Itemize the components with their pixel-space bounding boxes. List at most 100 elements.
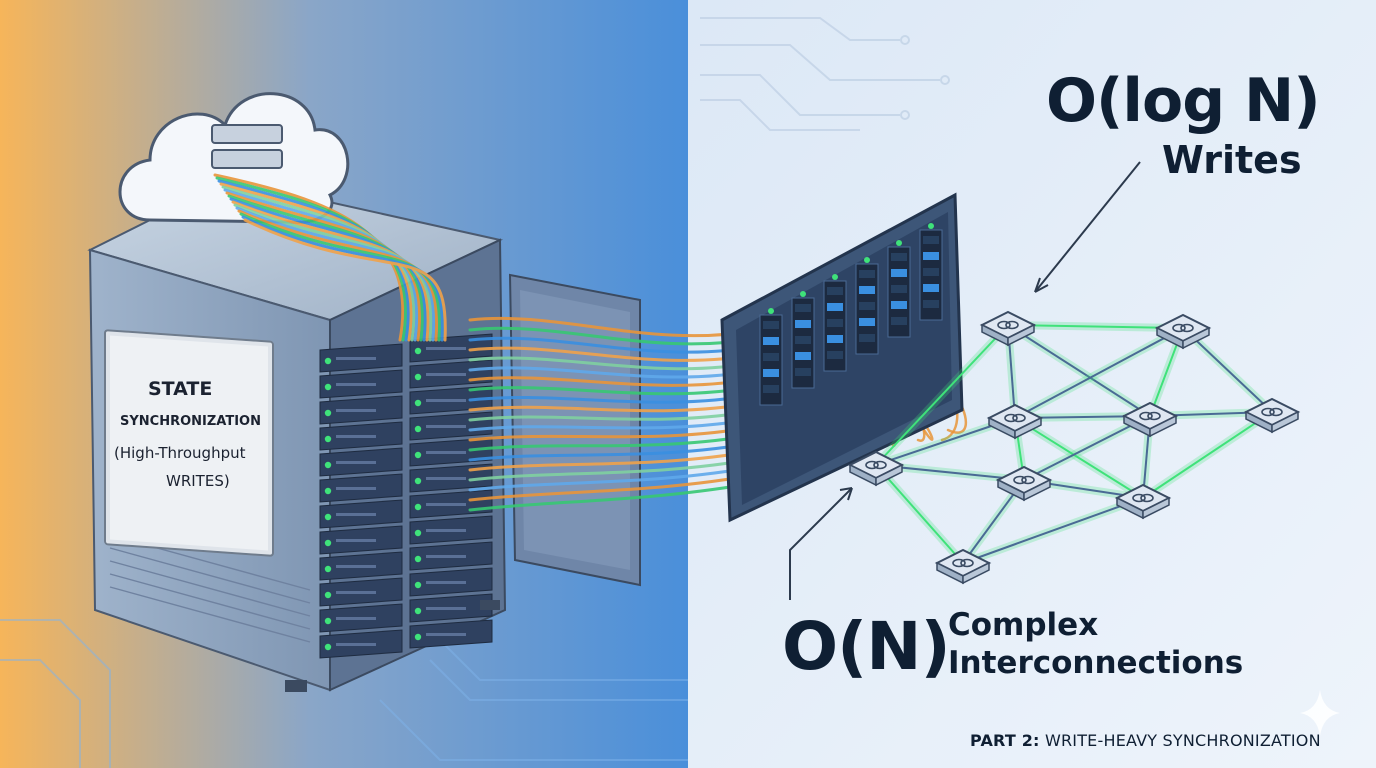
status-led	[414, 529, 422, 537]
footer-caption: PART 2: WRITE-HEAVY SYNCHRONIZATION	[970, 731, 1321, 750]
switch-port	[763, 337, 779, 345]
footer-title: WRITE-HEAVY SYNCHRONIZATION	[1039, 731, 1321, 750]
cable	[468, 326, 762, 346]
drive-slot	[336, 435, 376, 438]
network-edge	[875, 464, 964, 564]
network-edge	[962, 497, 1144, 564]
status-led	[324, 643, 332, 651]
server-label-line2: SYNCHRONIZATION	[120, 414, 261, 429]
drive-slot	[336, 539, 376, 542]
cable	[468, 366, 762, 379]
cable	[468, 432, 762, 452]
cable	[468, 456, 762, 482]
link-node-side	[1023, 478, 1051, 502]
switch-port	[891, 301, 907, 309]
status-led	[324, 487, 332, 495]
chain-link-icon	[1005, 320, 1019, 330]
drive-slot	[426, 581, 466, 584]
drive-slot	[426, 555, 466, 558]
network-edge	[1007, 324, 1184, 329]
switch-port	[763, 385, 779, 393]
headline-top-complexity: O(log N)	[1046, 66, 1321, 136]
drive-slot	[336, 383, 376, 386]
headline-bottom-label-line2: Interconnections	[948, 645, 1244, 681]
switch-port	[923, 284, 939, 292]
switch-port	[891, 253, 907, 261]
switch-port	[859, 270, 875, 278]
circuit-traces	[700, 17, 950, 131]
network-edge	[1023, 415, 1151, 481]
chain-link-icon	[1269, 407, 1283, 417]
sparkle-icon	[1300, 690, 1340, 736]
chain-link-icon	[1147, 411, 1161, 421]
cable	[468, 448, 762, 472]
network-switch-icon	[720, 192, 964, 523]
network-edge	[1007, 324, 1151, 417]
drive-slot	[426, 425, 466, 428]
chain-link-icon	[873, 460, 887, 470]
drive-slot	[426, 503, 466, 506]
headline-bottom-complexity: O(N)	[782, 608, 951, 685]
status-led	[414, 633, 422, 641]
status-led	[414, 347, 422, 355]
cable	[239, 212, 442, 342]
cable	[468, 376, 762, 387]
chain-link-icon	[1012, 413, 1026, 423]
drive-slot	[336, 409, 376, 412]
switch-port	[763, 353, 779, 361]
link-node-side	[962, 561, 990, 585]
network-edge	[1142, 411, 1273, 499]
cloud-icon	[118, 92, 350, 225]
cable	[468, 356, 762, 371]
status-led	[414, 451, 422, 459]
status-led	[324, 357, 332, 365]
switch-port	[795, 336, 811, 344]
status-led	[414, 425, 422, 433]
cable	[243, 218, 447, 342]
chain-link-icon	[1180, 323, 1194, 333]
status-led	[414, 477, 422, 485]
drive-slot	[336, 565, 376, 568]
switch-led	[768, 308, 774, 314]
chain-link-icon	[1139, 411, 1153, 421]
server-label-line1: STATE	[148, 378, 213, 400]
switch-port	[923, 252, 939, 260]
status-led	[324, 617, 332, 625]
drive-slot	[426, 451, 466, 454]
network-edge	[1014, 417, 1144, 499]
link-node-side	[1182, 326, 1210, 350]
drive-slot	[426, 399, 466, 402]
switch-port	[795, 320, 811, 328]
drive-slot	[426, 529, 466, 532]
network-edge	[1182, 327, 1273, 413]
cable	[468, 316, 762, 338]
headline-top-label: Writes	[1162, 138, 1302, 182]
switch-port	[827, 287, 843, 295]
chain-link-icon	[1013, 475, 1027, 485]
cable	[468, 424, 762, 442]
footer-part: PART 2:	[970, 731, 1040, 750]
cable	[468, 408, 762, 422]
network-edge	[1014, 327, 1184, 419]
chain-link-icon	[952, 558, 966, 568]
status-led	[324, 565, 332, 573]
chain-link-icon	[1172, 323, 1186, 333]
status-led	[414, 503, 422, 511]
cable	[468, 346, 762, 362]
drive-slot	[336, 357, 376, 360]
cable	[468, 464, 762, 492]
headline-bottom-label: Complex Interconnections	[948, 606, 1243, 682]
switch-port	[891, 317, 907, 325]
cable	[468, 400, 762, 413]
switch-port	[827, 335, 843, 343]
status-led	[324, 383, 332, 391]
headline-bottom-label-line1: Complex	[948, 607, 1099, 643]
switch-port	[923, 268, 939, 276]
cable	[468, 336, 762, 354]
drive-slot	[426, 633, 466, 636]
switch-port	[795, 368, 811, 376]
switch-port	[923, 300, 939, 308]
status-led	[324, 591, 332, 599]
status-led	[414, 581, 422, 589]
chain-link-icon	[1140, 493, 1154, 503]
